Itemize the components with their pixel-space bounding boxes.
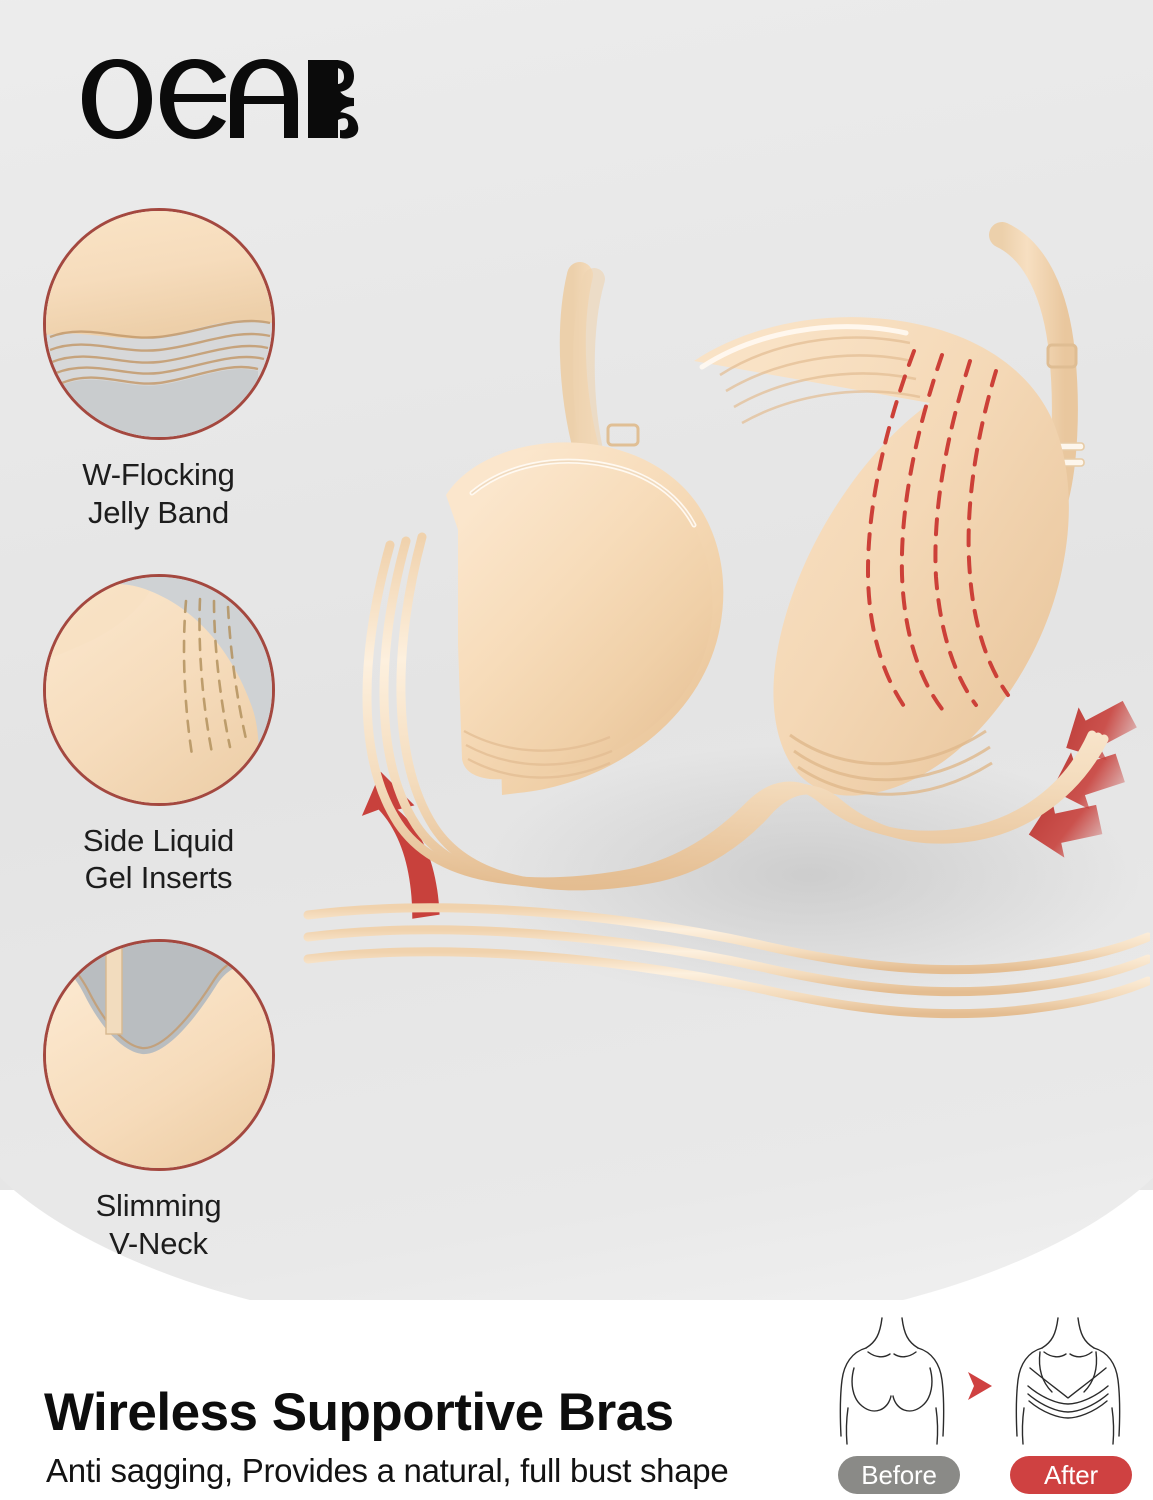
before-badge: Before [838,1456,960,1494]
before-torso-icon [839,1317,945,1445]
feature-side-liquid-gel-inserts: Side Liquid Gel Inserts [36,573,281,898]
side-liquid-gel-inserts-icon [42,573,275,806]
feature-circle-wrap [42,208,275,440]
page-subtitle: Anti sagging, Provides a natural, full b… [46,1452,729,1489]
after-torso-icon [1015,1317,1121,1445]
feature-label: Slimming V-Neck [95,1188,222,1262]
feature-w-flocking-jelly-band: W-Flocking Jelly Band [36,208,281,532]
feature-label: Side Liquid Gel Inserts [82,822,235,896]
after-badge: After [1010,1456,1132,1494]
jelly-band-waves [303,532,1153,1019]
feature-label: W-Flocking Jelly Band [82,457,235,530]
oeak-logo [36,54,366,144]
before-after-comparison: Before After [828,1312,1140,1500]
page-title: Wireless Supportive Bras [44,1383,674,1442]
chevron-right-icon [968,1372,992,1400]
feature-circle-wrap [42,573,275,806]
w-flocking-jelly-band-icon [42,208,275,440]
feature-slimming-v-neck: Slimming V-Neck [36,939,281,1263]
slimming-v-neck-icon [42,939,275,1172]
lift-arrow [361,771,440,919]
product-illustration [250,175,1153,1185]
feature-callout-list: W-Flocking Jelly Band [36,208,281,1305]
before-after-figures [828,1312,1140,1452]
feature-circle-wrap [42,939,275,1172]
marketing-band: Wireless Supportive Bras Anti sagging, P… [0,1300,1153,1500]
